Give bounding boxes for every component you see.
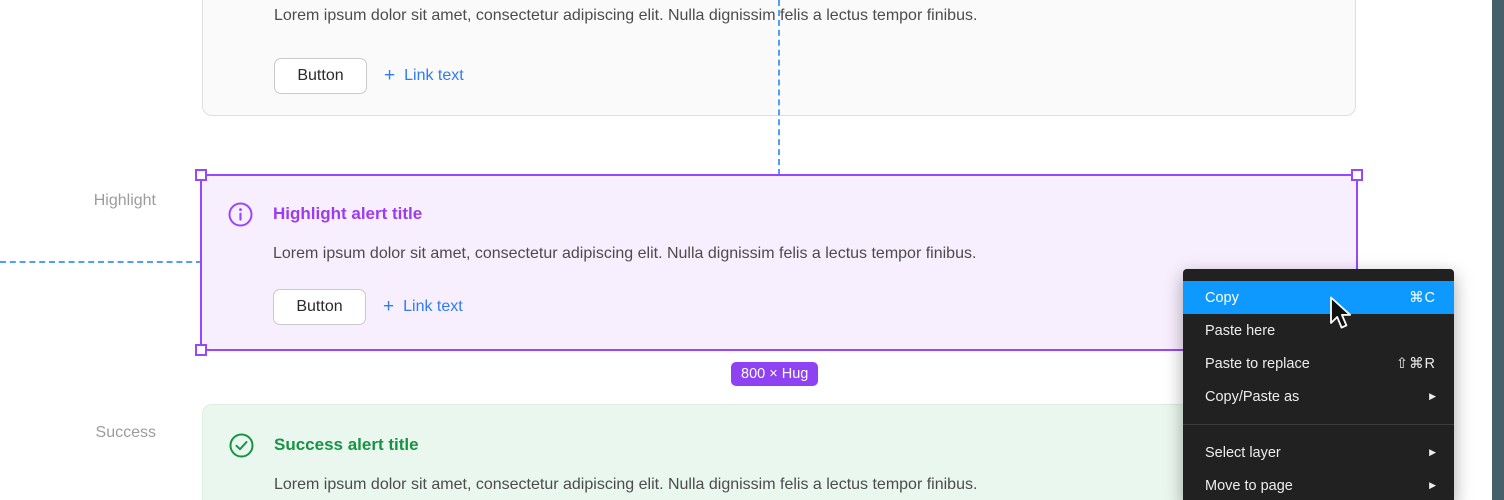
section-label-success: Success	[95, 424, 156, 441]
submenu-arrow-icon: ▶	[1429, 391, 1436, 401]
vertical-alignment-guide	[778, 0, 780, 175]
menu-separator	[1183, 424, 1454, 425]
plus-icon: +	[384, 65, 396, 86]
alert-body-text: Lorem ipsum dolor sit amet, consectetur …	[273, 245, 977, 262]
alert-button[interactable]: Button	[274, 58, 367, 94]
alert-link-label: Link text	[403, 298, 463, 315]
plus-icon: +	[383, 296, 395, 317]
menu-item-label: Move to page	[1205, 477, 1293, 494]
menu-item-move-to-page[interactable]: Move to page ▶	[1183, 469, 1454, 500]
menu-item-paste-to-replace[interactable]: Paste to replace ⇧⌘R	[1183, 347, 1454, 380]
success-alert-title: Success alert title	[274, 435, 419, 454]
selection-handle-top-right[interactable]	[1351, 169, 1363, 181]
selection-size-badge: 800 × Hug	[731, 362, 819, 386]
context-menu: Copy ⌘C Paste here Paste to replace ⇧⌘R …	[1183, 269, 1454, 500]
menu-shortcut: ⇧⌘R	[1395, 355, 1436, 372]
highlight-alert-title: Highlight alert title	[273, 204, 423, 223]
menu-item-label: Paste to replace	[1205, 355, 1310, 372]
alert-body-text: Lorem ipsum dolor sit amet, consectetur …	[274, 476, 978, 493]
success-alert-card[interactable]: Success alert title Lorem ipsum dolor si…	[202, 404, 1358, 500]
selection-handle-top-left[interactable]	[195, 169, 207, 181]
menu-item-paste-here[interactable]: Paste here	[1183, 314, 1454, 347]
menu-item-label: Copy/Paste as	[1205, 388, 1300, 405]
menu-item-label: Select layer	[1205, 444, 1281, 461]
submenu-arrow-icon: ▶	[1429, 480, 1436, 490]
alert-link-label: Link text	[404, 67, 464, 84]
check-circle-icon	[229, 433, 254, 458]
submenu-arrow-icon: ▶	[1429, 447, 1436, 457]
section-label-highlight: Highlight	[93, 192, 156, 209]
highlight-alert-card-selected[interactable]: Highlight alert title Lorem ipsum dolor …	[195, 169, 1363, 356]
horizontal-alignment-guide	[0, 261, 202, 263]
menu-item-copy-paste-as[interactable]: Copy/Paste as ▶	[1183, 380, 1454, 413]
alert-link[interactable]: + Link text	[383, 297, 463, 317]
alert-link[interactable]: + Link text	[384, 66, 464, 86]
selection-handle-bottom-left[interactable]	[195, 344, 207, 356]
alert-button[interactable]: Button	[273, 289, 366, 325]
right-panel-edge	[1492, 0, 1504, 500]
menu-item-label: Copy	[1205, 289, 1239, 306]
info-icon	[228, 202, 253, 227]
menu-item-copy[interactable]: Copy ⌘C	[1183, 281, 1454, 314]
menu-item-select-layer[interactable]: Select layer ▶	[1183, 436, 1454, 469]
alert-body-text: Lorem ipsum dolor sit amet, consectetur …	[274, 7, 978, 24]
menu-shortcut: ⌘C	[1409, 289, 1436, 306]
menu-item-label: Paste here	[1205, 322, 1276, 339]
